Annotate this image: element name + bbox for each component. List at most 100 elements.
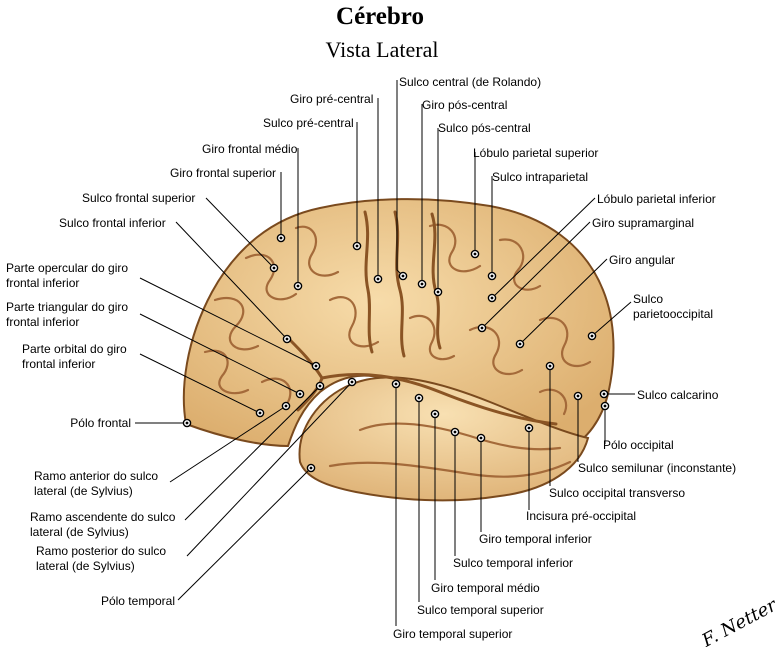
- label-line: Sulco temporal inferior: [453, 556, 573, 570]
- leader-sulco-frontal-superior: [205, 197, 275, 269]
- pin-dot-sulco-semilunar: [576, 394, 580, 398]
- label-line: Parte triangular do giro: [6, 300, 128, 314]
- pin-dot-giro-supramarginal: [480, 326, 484, 330]
- pin-dot-sulco-calcarino: [602, 392, 606, 396]
- label-giro-temporal-superior: Giro temporal superior: [393, 627, 512, 641]
- label-giro-temporal-medio: Giro temporal médio: [431, 581, 540, 595]
- label-line: Ramo anterior do sulco: [34, 469, 158, 483]
- leader-sulco-frontal-inferior: [175, 221, 288, 340]
- label-giro-pos-central: Giro pós-central: [422, 98, 507, 112]
- label-line: Lóbulo parietal superior: [473, 146, 598, 160]
- label-line: Sulco calcarino: [637, 388, 719, 402]
- label-line: Sulco intraparietal: [492, 170, 588, 184]
- label-line: Sulco central (de Rolando): [399, 75, 541, 89]
- pin-dot-sulco-temporal-superior: [417, 396, 421, 400]
- pin-dot-sulco-central: [401, 274, 405, 278]
- label-line: lateral (de Sylvius): [30, 525, 129, 539]
- label-line: Giro frontal superior: [170, 166, 276, 180]
- label-sulco-pre-central: Sulco pré-central: [263, 116, 354, 130]
- pin-dot-giro-pos-central: [420, 282, 424, 286]
- label-line: Sulco occipital transverso: [549, 486, 685, 500]
- label-line: Giro frontal médio: [202, 142, 298, 156]
- pin-dot-polo-temporal: [309, 466, 313, 470]
- label-giro-pre-central: Giro pré-central: [290, 92, 373, 106]
- label-line: Giro temporal inferior: [479, 532, 592, 546]
- pin-dot-parte-opercular: [314, 364, 318, 368]
- label-sulco-intraparietal: Sulco intraparietal: [492, 170, 588, 184]
- pin-dot-sulco-intraparietal: [490, 274, 494, 278]
- label-line: Giro pré-central: [290, 92, 373, 106]
- label-giro-frontal-superior: Giro frontal superior: [170, 166, 276, 180]
- pin-dot-ramo-posterior: [350, 380, 354, 384]
- label-line: Ramo ascendente do sulco: [30, 510, 176, 524]
- label-line: Parte opercular do giro: [6, 261, 128, 275]
- label-line: Pólo occipital: [603, 438, 674, 452]
- label-line: Pólo frontal: [70, 416, 131, 430]
- pin-dot-sulco-frontal-superior: [272, 266, 276, 270]
- leader-parte-orbital: [139, 353, 261, 414]
- pin-dot-giro-pre-central: [376, 277, 380, 281]
- label-line: Incisura pré-occipital: [526, 509, 636, 523]
- leader-giro-angular: [519, 258, 608, 345]
- label-line: frontal inferior: [6, 276, 79, 290]
- leader-lobulo-parietal-inferior: [491, 197, 596, 299]
- label-polo-temporal: Pólo temporal: [101, 594, 175, 608]
- leader-ramo-posterior: [186, 381, 353, 557]
- leader-giro-supramarginal: [481, 221, 591, 329]
- label-line: Giro pós-central: [422, 98, 507, 112]
- label-line: Ramo posterior do sulco: [36, 544, 166, 558]
- label-lobulo-parietal-inferior: Lóbulo parietal inferior: [597, 192, 716, 206]
- label-line: Parte orbital do giro: [22, 342, 127, 356]
- label-line: Giro supramarginal: [592, 216, 694, 230]
- label-line: Sulco temporal superior: [417, 603, 544, 617]
- label-lobulo-parietal-superior: Lóbulo parietal superior: [473, 146, 598, 160]
- pin-dot-giro-frontal-superior: [279, 236, 283, 240]
- pin-dot-sulco-temporal-inferior: [453, 430, 457, 434]
- label-sulco-temporal-inferior: Sulco temporal inferior: [453, 556, 573, 570]
- pin-dot-sulco-occipital-transverso: [548, 364, 552, 368]
- leader-ramo-ascendente: [184, 385, 321, 521]
- label-line: Pólo temporal: [101, 594, 175, 608]
- label-line: Giro temporal médio: [431, 581, 540, 595]
- label-sulco-temporal-superior: Sulco temporal superior: [417, 603, 544, 617]
- label-line: Sulco frontal inferior: [59, 216, 166, 230]
- label-sulco-calcarino: Sulco calcarino: [637, 388, 719, 402]
- label-line: Sulco frontal superior: [82, 191, 195, 205]
- label-line: Sulco pós-central: [438, 121, 531, 135]
- diagram-subtitle: Vista Lateral: [326, 37, 439, 62]
- label-line: frontal inferior: [6, 315, 79, 329]
- pin-dot-ramo-ascendente: [318, 384, 322, 388]
- pin-dot-giro-angular: [518, 342, 522, 346]
- leader-parte-opercular: [139, 277, 317, 367]
- pin-dot-giro-temporal-superior: [394, 382, 398, 386]
- pin-dot-sulco-pre-central: [355, 244, 359, 248]
- label-giro-frontal-medio: Giro frontal médio: [202, 142, 298, 156]
- artist-signature: F. Netter: [698, 594, 775, 647]
- pin-dot-sulco-frontal-inferior: [285, 337, 289, 341]
- pin-dot-polo-frontal: [185, 421, 189, 425]
- pin-dot-polo-occipital: [603, 404, 607, 408]
- label-sulco-semilunar: Sulco semilunar (inconstante): [578, 461, 736, 475]
- leader-ramo-anterior: [169, 405, 287, 483]
- label-giro-temporal-inferior: Giro temporal inferior: [479, 532, 592, 546]
- pin-dot-parte-triangular: [298, 392, 302, 396]
- label-line: lateral (de Sylvius): [36, 559, 135, 573]
- leader-parte-triangular: [139, 313, 301, 395]
- label-sulco-central: Sulco central (de Rolando): [399, 75, 541, 89]
- label-line: Giro temporal superior: [393, 627, 512, 641]
- pin-dot-sulco-pos-central: [436, 290, 440, 294]
- label-sulco-frontal-inferior: Sulco frontal inferior: [59, 216, 166, 230]
- label-line: Lóbulo parietal inferior: [597, 192, 716, 206]
- label-line: Sulco pré-central: [263, 116, 354, 130]
- label-line: frontal inferior: [22, 357, 95, 371]
- leader-lines: [135, 80, 635, 626]
- pin-dot-giro-temporal-inferior: [479, 436, 483, 440]
- pin-dot-sulco-parietooccipital: [590, 334, 594, 338]
- label-line: lateral (de Sylvius): [34, 484, 133, 498]
